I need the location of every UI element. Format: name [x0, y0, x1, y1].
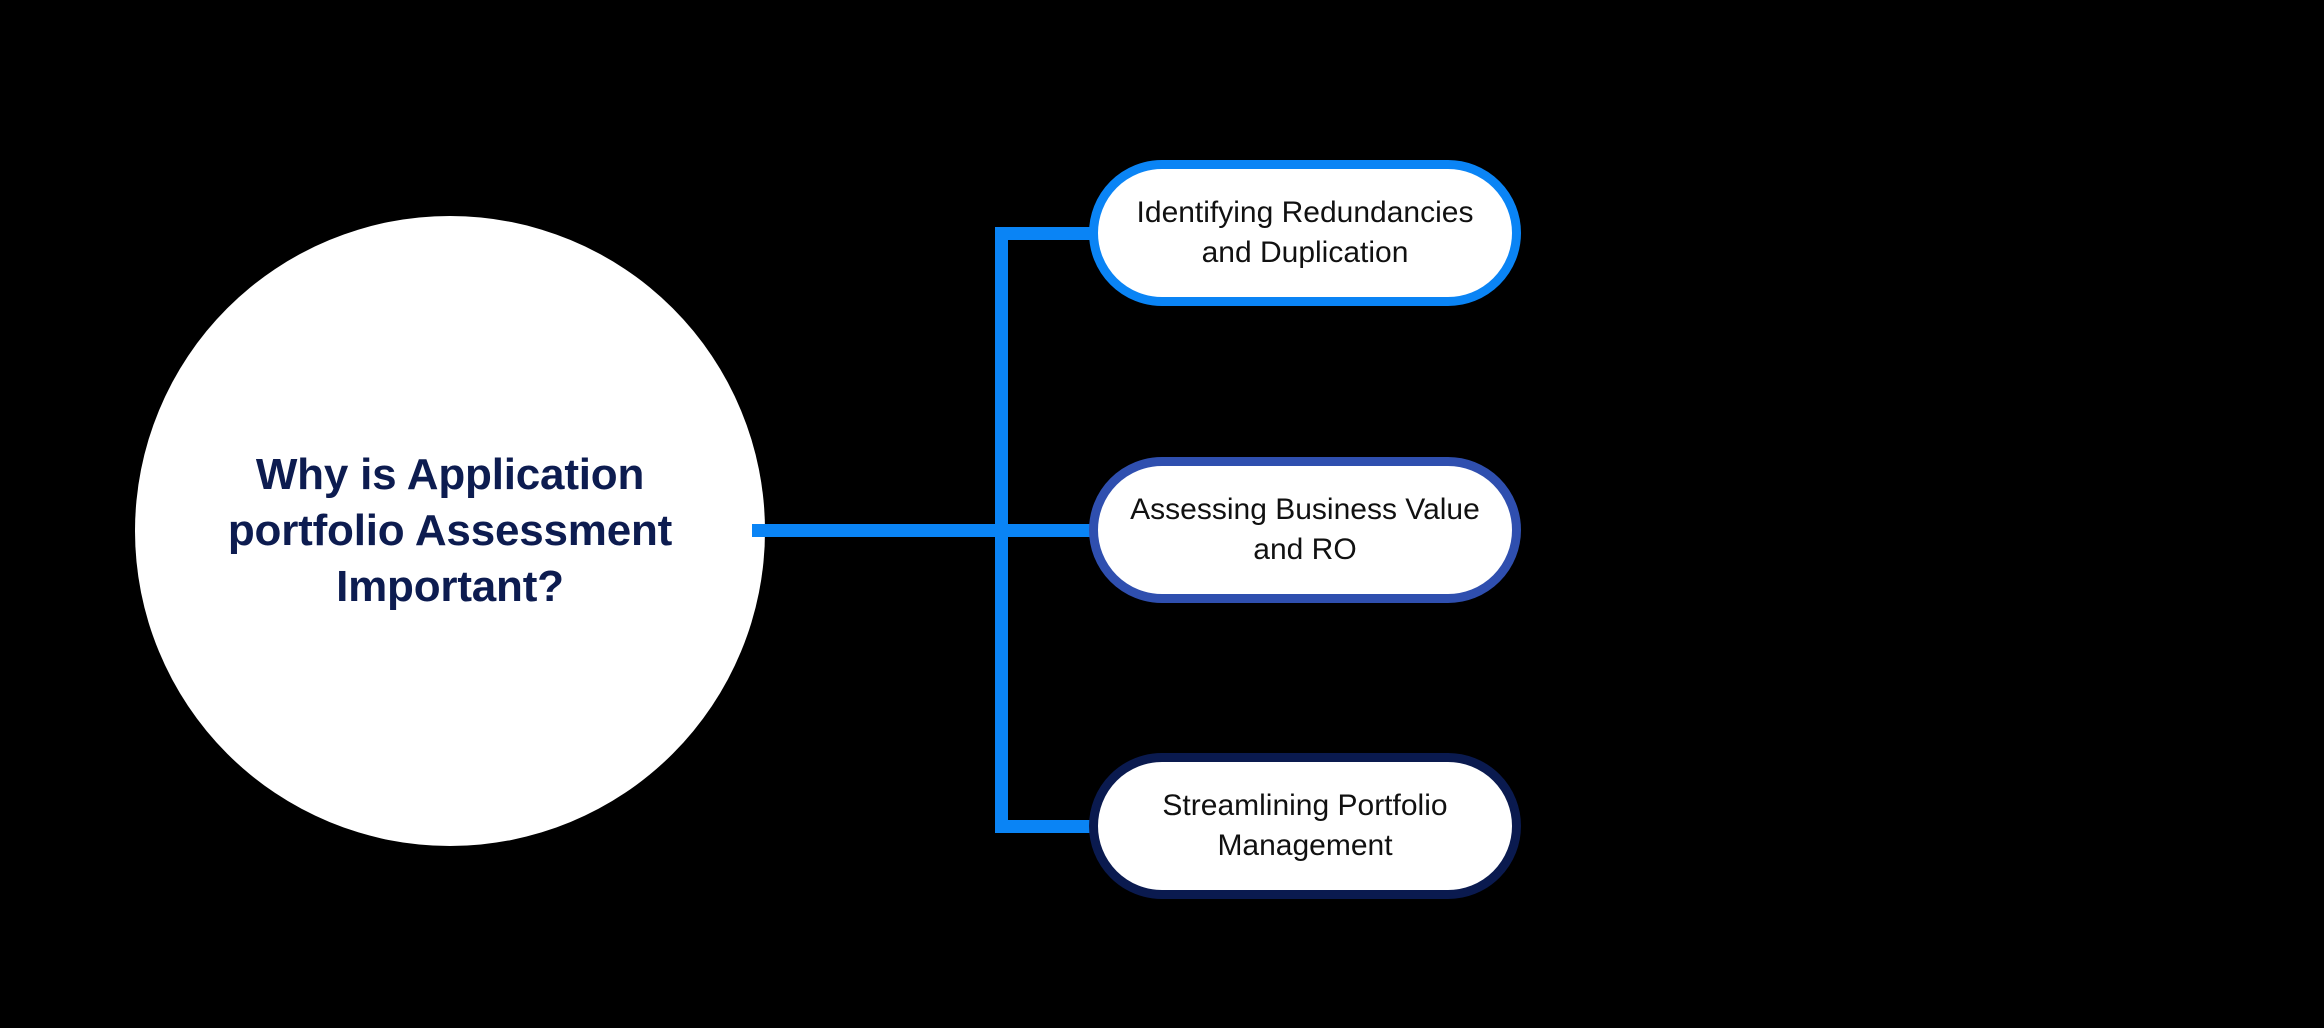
- branch-node-label: Streamlining Portfolio Management: [1162, 789, 1448, 862]
- branch-node-identifying-redundancies: Identifying Redundancies and Duplication: [1089, 160, 1521, 306]
- branch-node-label: Identifying Redundancies and Duplication: [1136, 196, 1474, 269]
- connector-branch-3: [995, 820, 1095, 833]
- connector-branch-2: [995, 524, 1095, 537]
- central-node-label: Why is Application portfolio Assessment …: [227, 449, 673, 612]
- branch-node-label: Assessing Business Value and RO: [1130, 493, 1480, 566]
- connector-stub-horizontal: [752, 524, 1008, 537]
- connector-branch-1: [995, 227, 1095, 240]
- branch-node-assessing-business-value: Assessing Business Value and RO: [1089, 457, 1521, 603]
- branch-node-streamlining-portfolio-management: Streamlining Portfolio Management: [1089, 753, 1521, 899]
- central-node-circle: Why is Application portfolio Assessment …: [135, 216, 765, 846]
